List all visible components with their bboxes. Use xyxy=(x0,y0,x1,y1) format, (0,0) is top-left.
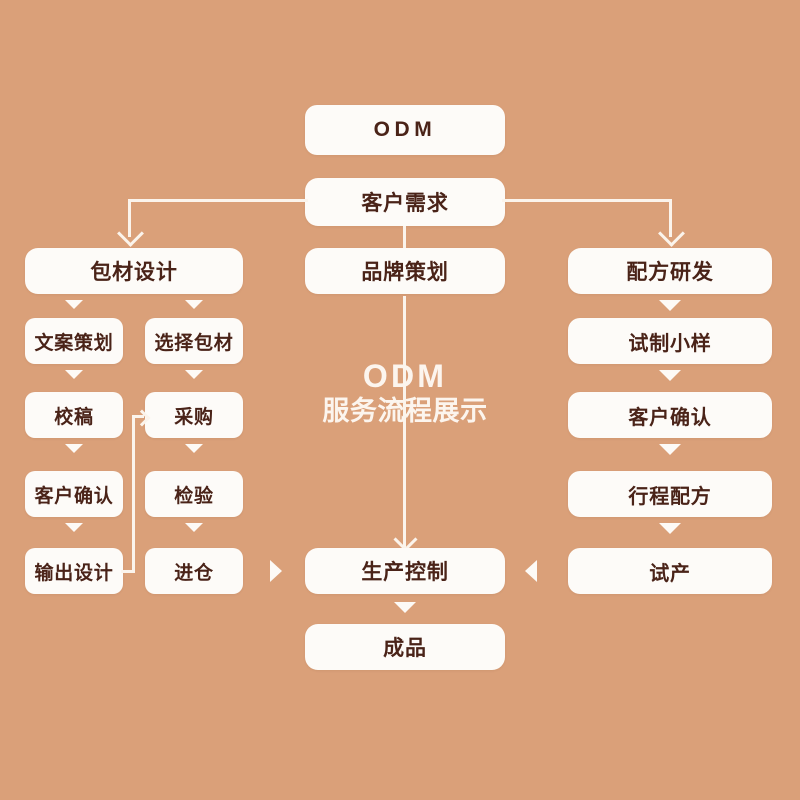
node-packaging-design[interactable]: 包材设计 xyxy=(25,248,243,294)
node-customer-requirement[interactable]: 客户需求 xyxy=(305,178,505,226)
arrow-inspection-to-warehousing-icon xyxy=(185,523,203,532)
arrow-confirm-to-travel-formula-icon xyxy=(659,444,681,455)
arrowhead-formula-rd-icon xyxy=(658,220,685,247)
node-warehousing[interactable]: 进仓 xyxy=(145,548,243,594)
connector-output-to-purchasing-vertical xyxy=(132,415,135,573)
connector-req-to-formula-vertical xyxy=(669,199,672,237)
connector-req-to-brand-vertical xyxy=(403,226,406,248)
arrow-trial-sample-to-confirm-icon xyxy=(659,370,681,381)
arrow-purchasing-to-inspection-icon xyxy=(185,444,203,453)
connector-output-to-purchasing-h2 xyxy=(132,415,144,418)
connector-output-to-purchasing-h1 xyxy=(121,570,135,573)
node-odm[interactable]: ODM xyxy=(305,105,505,155)
arrow-select-to-purchasing-icon xyxy=(185,370,203,379)
arrow-trial-production-to-production-icon xyxy=(525,560,537,582)
watermark-line-2: 服务流程展示 xyxy=(322,395,488,426)
arrow-confirm-to-output-icon xyxy=(65,523,83,532)
node-finished-product[interactable]: 成品 xyxy=(305,624,505,670)
node-proofreading[interactable]: 校稿 xyxy=(25,392,123,438)
connector-req-to-packaging-vertical xyxy=(128,199,131,237)
node-brand-planning[interactable]: 品牌策划 xyxy=(305,248,505,294)
node-purchasing[interactable]: 采购 xyxy=(145,392,243,438)
node-production-control[interactable]: 生产控制 xyxy=(305,548,505,594)
connector-req-to-formula-horizontal xyxy=(502,199,672,202)
arrow-warehousing-to-production-icon xyxy=(270,560,282,582)
node-select-packaging[interactable]: 选择包材 xyxy=(145,318,243,364)
arrow-proofreading-to-confirm-icon xyxy=(65,444,83,453)
connector-brand-to-production-vertical xyxy=(403,296,406,548)
arrow-packaging-to-copywriting-icon xyxy=(65,300,83,309)
node-trial-sample[interactable]: 试制小样 xyxy=(568,318,772,364)
node-output-design[interactable]: 输出设计 xyxy=(25,548,123,594)
watermark-line-1: ODM xyxy=(362,358,448,394)
node-copywriting[interactable]: 文案策划 xyxy=(25,318,123,364)
arrow-packaging-to-select-icon xyxy=(185,300,203,309)
arrowhead-packaging-design-icon xyxy=(117,220,144,247)
node-customer-confirm-left[interactable]: 客户确认 xyxy=(25,471,123,517)
connector-req-to-packaging-horizontal xyxy=(128,199,308,202)
node-travel-formula[interactable]: 行程配方 xyxy=(568,471,772,517)
arrow-production-to-finished-icon xyxy=(394,602,416,613)
node-formula-rd[interactable]: 配方研发 xyxy=(568,248,772,294)
watermark-text: ODM 服务流程展示 xyxy=(305,358,505,428)
arrow-formula-to-trial-sample-icon xyxy=(659,300,681,311)
arrow-travel-formula-to-trial-production-icon xyxy=(659,523,681,534)
arrow-copywriting-to-proofreading-icon xyxy=(65,370,83,379)
node-trial-production[interactable]: 试产 xyxy=(568,548,772,594)
node-customer-confirm-right[interactable]: 客户确认 xyxy=(568,392,772,438)
node-inspection[interactable]: 检验 xyxy=(145,471,243,517)
